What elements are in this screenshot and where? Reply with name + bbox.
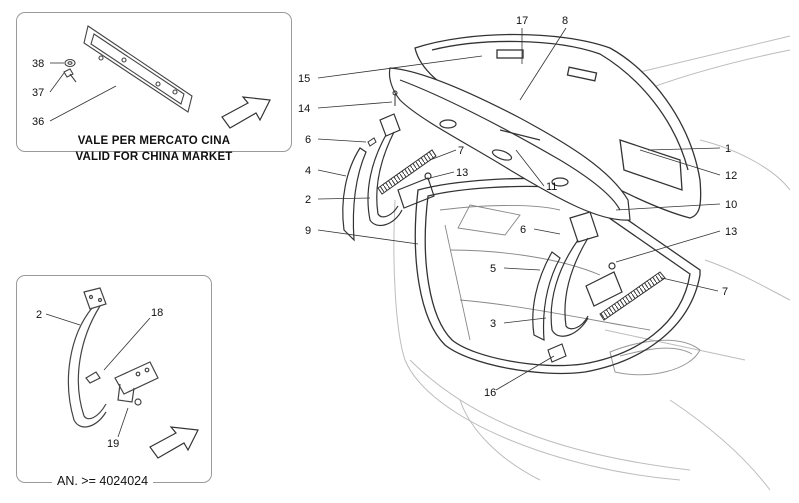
lid-inner-trim [388,67,631,221]
right-hinge-arm [532,211,623,342]
screw-and-washer [63,58,77,83]
callout-13-left: 13 [456,167,468,179]
striker-16 [547,343,567,363]
left-gas-spring [377,149,437,195]
callout-12: 12 [725,170,737,182]
callout-3: 3 [490,318,496,330]
callout-18: 18 [151,307,163,319]
callout-8: 8 [562,15,568,27]
callout-16: 16 [484,387,496,399]
callout-15: 15 [298,73,310,85]
callout-1: 1 [725,143,731,155]
callout-10: 10 [725,199,737,211]
callout-19: 19 [107,438,119,450]
car-body-outline [393,35,791,491]
bolt-14 [392,90,398,106]
callout-2-inset: 2 [36,309,42,321]
inset-hinge-variant [16,275,212,483]
left-hinge-arm [342,113,435,242]
china-note-italian: VALE PER MERCATO CINA [77,135,231,147]
callout-6-left: 6 [305,134,311,146]
callout-labels: 38 37 36 2 18 19 15 14 6 4 2 9 17 8 7 13… [32,15,737,450]
tail-light [609,339,701,376]
callout-4: 4 [305,165,311,177]
callout-6-right: 6 [520,224,526,236]
callout-2: 2 [305,194,311,206]
callout-17: 17 [516,15,528,27]
callout-7-left: 7 [458,145,464,157]
right-gas-spring [599,271,666,321]
trunk-interior [439,204,651,341]
callout-5: 5 [490,263,496,275]
china-note-english: VALID FOR CHINA MARKET [75,151,233,163]
trunk-lid [414,33,702,219]
arrow-indicator-icon [221,96,271,129]
bolt-6-left [367,137,377,147]
license-plate-frame [83,25,193,113]
serial-number-caption: AN. >= 4024024 [52,474,154,488]
arrow-indicator-icon [149,426,199,459]
callout-36: 36 [32,116,44,128]
callout-9: 9 [305,225,311,237]
callout-11: 11 [546,181,557,193]
callout-38: 38 [32,58,44,70]
china-market-note: VALE PER MERCATO CINA VALID FOR CHINA MA… [16,133,292,165]
callout-37: 37 [32,87,44,99]
callout-7-right: 7 [722,286,728,298]
leader-lines [45,27,721,438]
hinge-arm-variant [67,287,159,428]
inset-china-market [16,12,292,152]
callout-13-right: 13 [725,226,737,238]
callout-14: 14 [298,103,310,115]
